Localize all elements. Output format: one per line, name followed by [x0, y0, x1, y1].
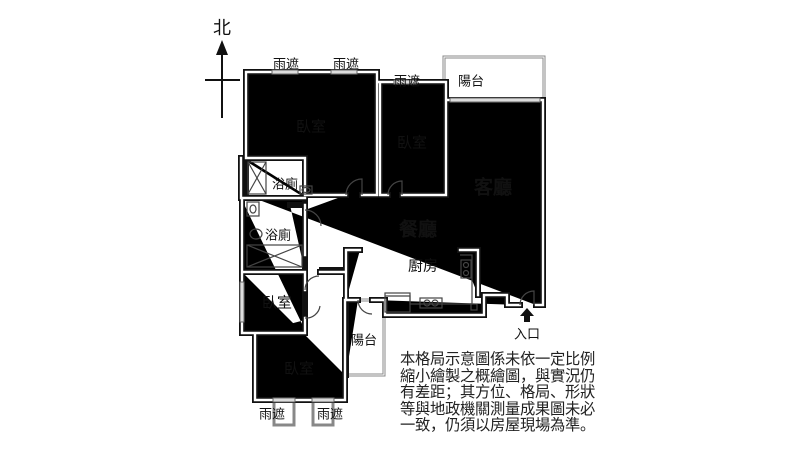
- disclaimer-note: 本格局示意圖係未依一定比例 縮小繪製之概繪圖，與實況仍 有差距；其方位、格局、形…: [400, 351, 630, 434]
- room-bath-1: 浴廁: [271, 177, 299, 193]
- room-balcony-ne: 陽台: [457, 74, 485, 90]
- disclaimer-line: 本格局示意圖係未依一定比例: [400, 350, 595, 368]
- awning-label: 雨遮: [258, 407, 286, 423]
- room-living: 客廳: [473, 176, 513, 199]
- awning-label: 雨遮: [332, 57, 360, 73]
- room-bedroom-sw: 臥室: [283, 359, 315, 378]
- disclaimer-line: 有差距；其方位、格局、形狀: [400, 383, 595, 402]
- room-bedroom-nw: 臥室: [295, 117, 327, 136]
- room-dining: 餐廳: [398, 218, 438, 241]
- bath-fixtures: [246, 161, 313, 268]
- windows: [239, 69, 541, 403]
- disclaimer-line: 縮小繪製之概繪圖，與實況仍: [400, 366, 595, 385]
- awning-label: 雨遮: [272, 57, 300, 73]
- disclaimer-line: 等與地政機關測量成果圖未必: [400, 399, 595, 418]
- room-kitchen: 廚房: [407, 256, 439, 275]
- disclaimer-line: 一致，仍須以房屋現場為準。: [400, 416, 595, 435]
- walls: [241, 72, 543, 400]
- entrance-arrow-icon: [520, 308, 534, 322]
- entrance-label: 入口: [513, 327, 541, 343]
- door-swings: [304, 178, 535, 319]
- room-bedroom-w: 臥室: [261, 293, 293, 312]
- room-bedroom-n: 臥室: [396, 133, 428, 152]
- room-bath-2: 浴廁: [264, 228, 292, 244]
- kitchen-counter: [384, 254, 478, 313]
- north-label: 北: [213, 18, 231, 39]
- north-arrow-icon: [205, 40, 240, 118]
- awning-label: 雨遮: [393, 74, 421, 90]
- room-balcony-s: 陽台: [350, 333, 378, 349]
- awning-label: 雨遮: [316, 407, 344, 423]
